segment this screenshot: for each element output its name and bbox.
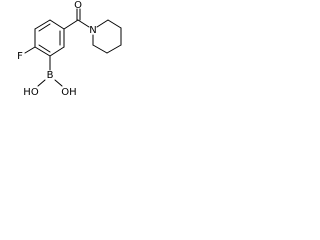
carbonyl-oxygen-label: O — [74, 0, 82, 11]
bond-ring-carbonyl — [63, 19, 79, 30]
hydroxyl-right-label: OH — [61, 87, 76, 98]
piperidine-bond-c4-c5 — [106, 44, 122, 54]
benzene-ring — [34, 19, 65, 57]
bond-carbonyl-nitrogen — [77, 19, 90, 28]
piperidine-bond-c5-c6 — [92, 44, 108, 54]
ring-bond-c5-c6 — [34, 46, 51, 57]
ring-bond-c1-c2 — [34, 19, 51, 30]
bond-boron-left-hydroxyl — [37, 79, 46, 87]
boron-label: B — [47, 70, 54, 81]
fluorine-label: F — [17, 51, 23, 62]
ring-bond-c2-c3 — [49, 19, 65, 30]
piperidine-bond-c2-c3 — [107, 19, 122, 29]
hydroxyl-left-label: HO — [23, 87, 39, 98]
ring-bond-c4-c5 — [49, 46, 65, 57]
chemical-structure: F O N B HO OH — [17, 0, 122, 98]
ring-double-bond-c1-c2 — [38, 23, 51, 32]
bond-ring-fluorine — [24, 46, 36, 54]
ring-nitrogen-label: N — [89, 25, 96, 36]
piperidine-bond-n-c2 — [96, 19, 109, 28]
ring-double-bond-c5-c6 — [38, 44, 51, 53]
bond-boron-right-hydroxyl — [54, 79, 63, 87]
piperidine-ring — [92, 19, 122, 54]
